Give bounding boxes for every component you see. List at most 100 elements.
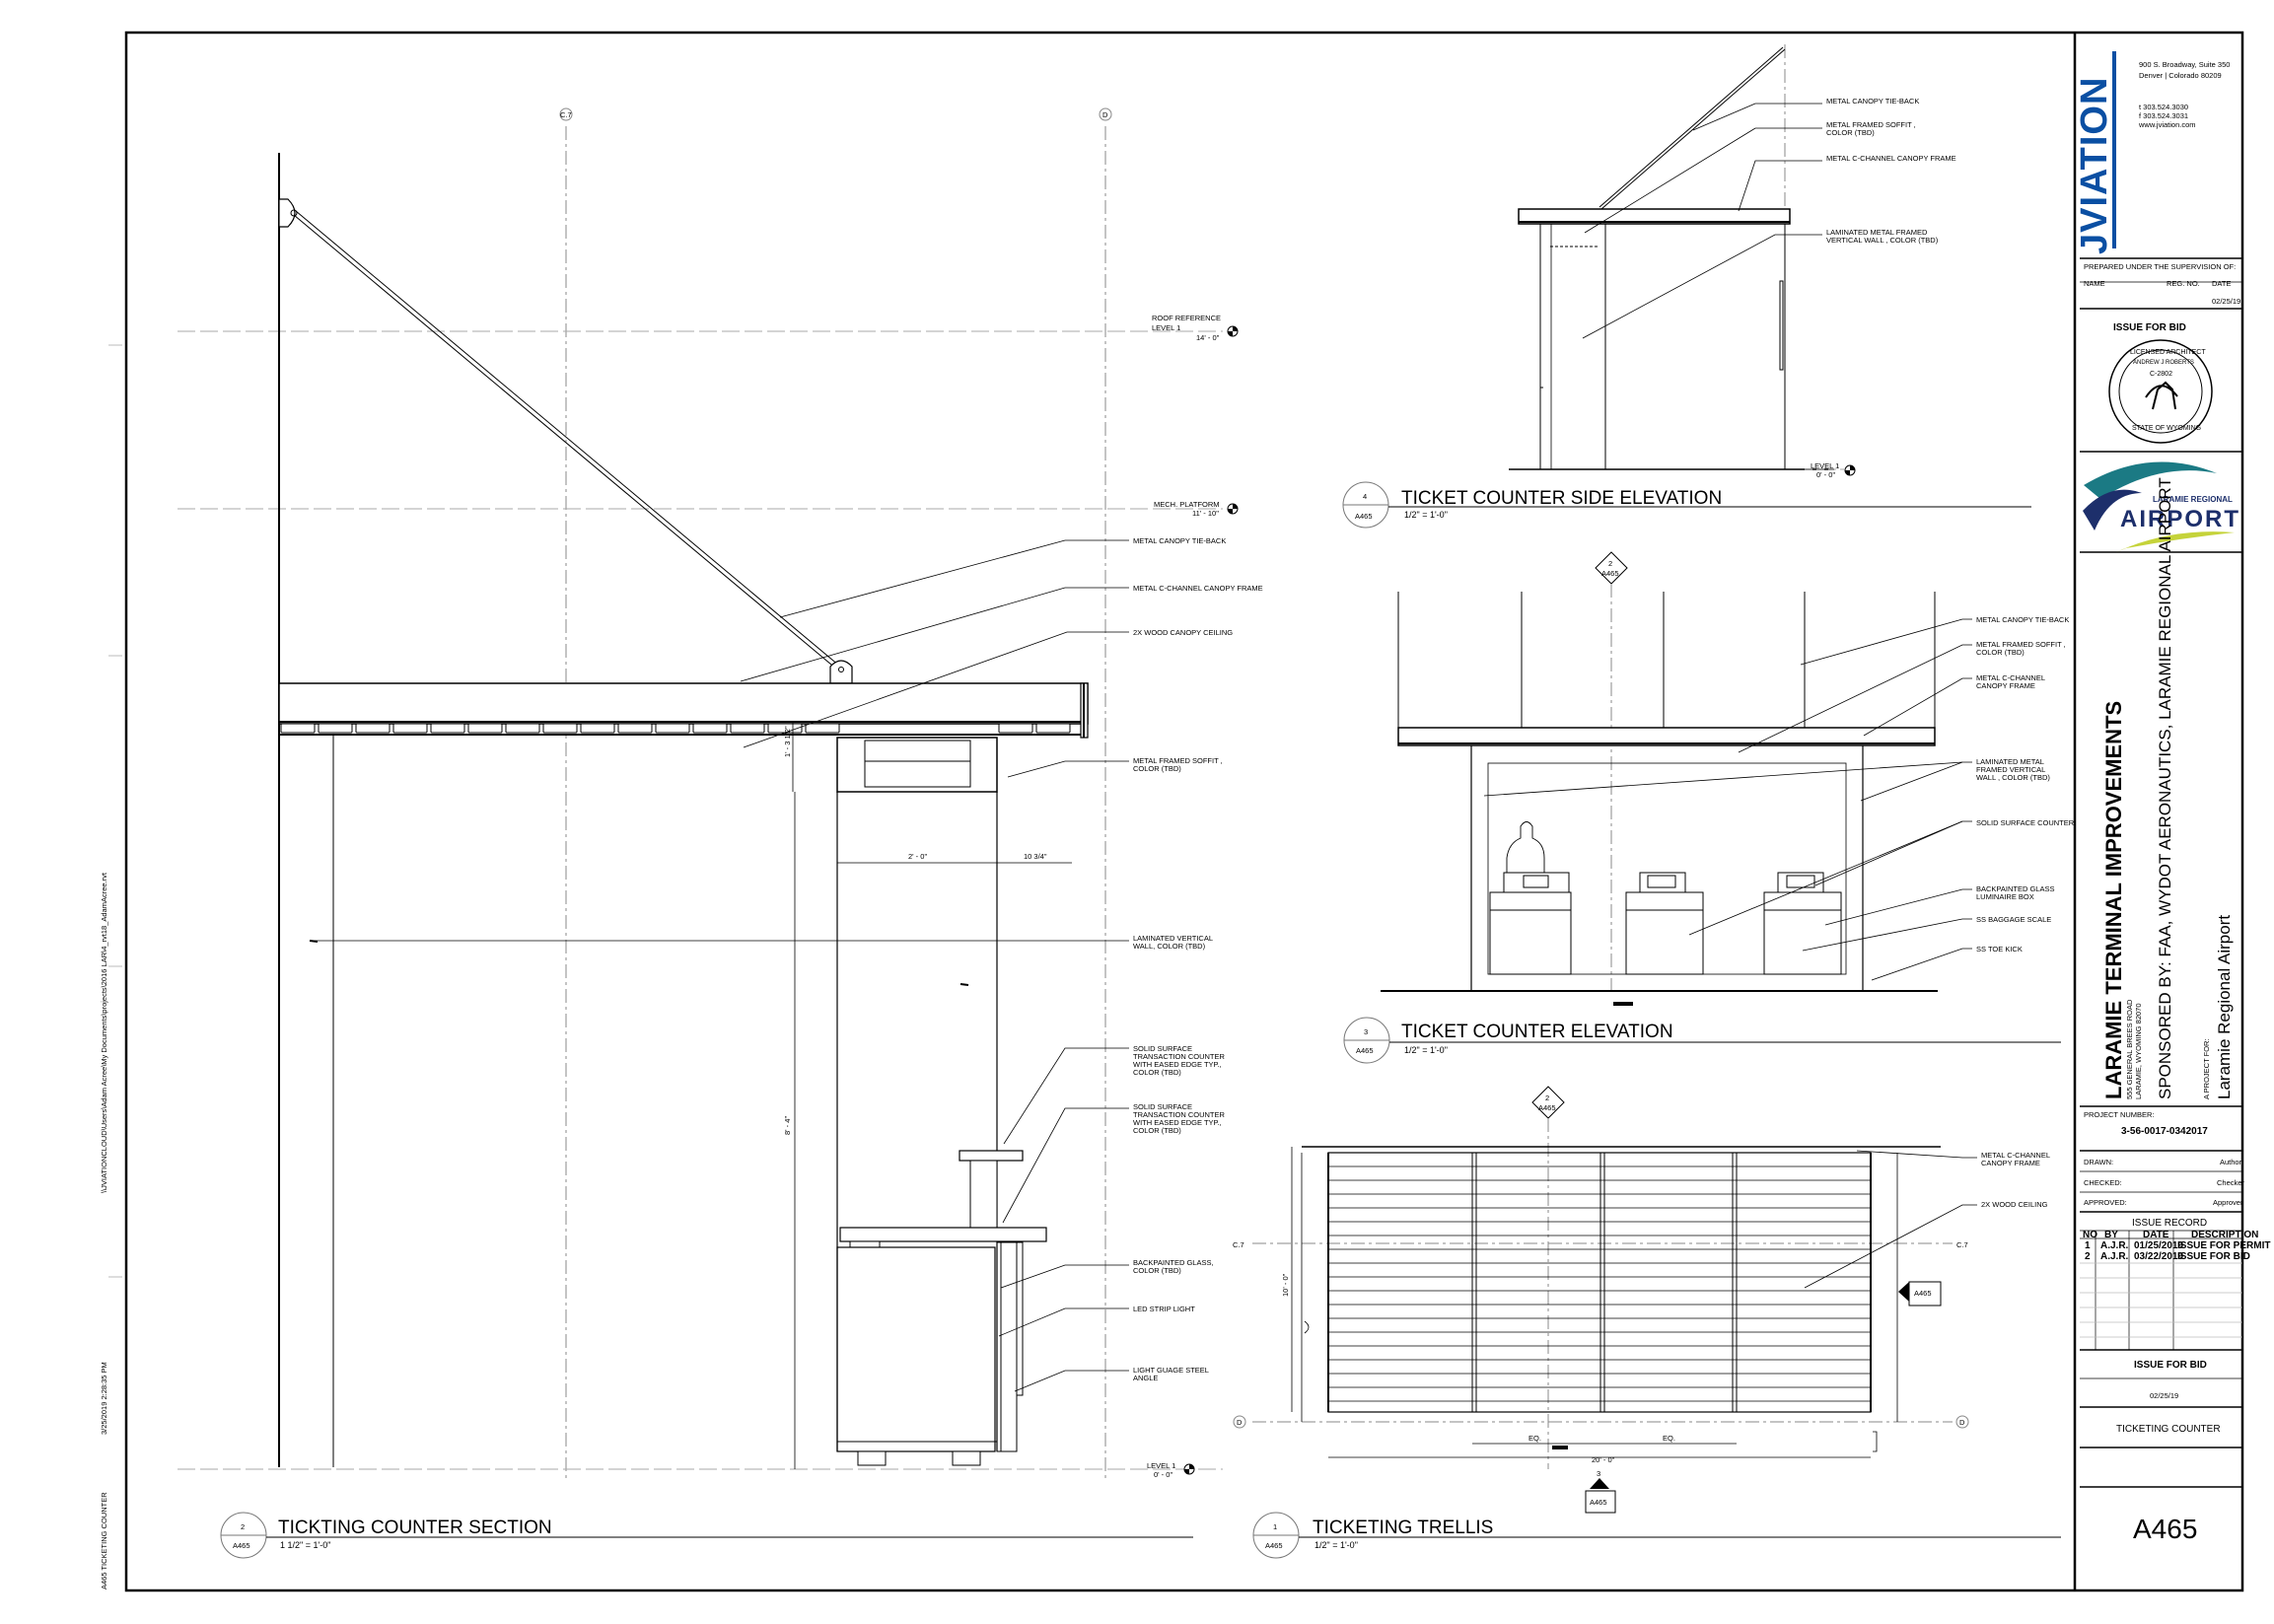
- level-name: LEVEL 1: [1811, 461, 1839, 470]
- view-scale: 1/2" = 1'-0": [1404, 1045, 1448, 1055]
- section-dimensions: [792, 722, 1072, 1469]
- seal-name: ANDREW J ROBERTS: [2133, 360, 2194, 366]
- trellis-tag-bottom: 3 A465: [1585, 1469, 1616, 1514]
- issue-date: 02/25/19: [2150, 1391, 2178, 1400]
- svg-text:1: 1: [2085, 1240, 2091, 1251]
- view-scale: 1/2" = 1'-0": [1315, 1540, 1358, 1550]
- project-for: Laramie Regional Airport: [2215, 915, 2234, 1099]
- elevation-wall: [1470, 745, 1864, 991]
- project-number-label: PROJECT NUMBER:: [2084, 1110, 2155, 1119]
- name-label: NAME: [2084, 279, 2105, 288]
- dim-h1: 1' - 3 1/2": [783, 726, 792, 757]
- view-title: TICKET COUNTER SIDE ELEVATION: [1401, 488, 1722, 509]
- tag-sheet: A465: [1590, 1498, 1607, 1507]
- approved-value: Approver: [2213, 1198, 2243, 1207]
- note-metal-canopy-tie-back: METAL CANOPY TIE-BACK: [1976, 615, 2069, 624]
- file-path-text: \\JVIATIONCLOUD\Users\Adam Acree\My Docu…: [100, 872, 108, 1193]
- grid-label-c7-left: C.7: [1233, 1240, 1244, 1249]
- side-leaders: [1582, 103, 1822, 339]
- section-ref-tick: [959, 983, 969, 986]
- note-c-channel-frame: METAL C-CHANNEL CANOPY FRAME: [1826, 154, 1956, 163]
- trellis-dimensions: [1291, 1147, 1871, 1458]
- reg-no-label: REG. NO.: [2167, 279, 2200, 288]
- project-for-label: A PROJECT FOR:: [2202, 1038, 2211, 1099]
- note-c-channel-frame: METAL C-CHANNEL CANOPY FRAME: [1133, 584, 1263, 593]
- svg-text:01/25/2019: 01/25/2019: [2134, 1240, 2183, 1251]
- trellis-grid-lines: [1252, 1242, 1953, 1423]
- view-scale: 1 1/2" = 1'-0": [280, 1540, 330, 1550]
- level-marker-mech: MECH. PLATFORM 11' - 10": [1154, 500, 1239, 518]
- note-wood-ceiling: 2X WOOD CEILING: [1981, 1200, 2048, 1209]
- trellis-tag-top: 2 A465: [1531, 1086, 1565, 1119]
- dim-h2: 8' - 4": [783, 1116, 792, 1135]
- side-notes: METAL CANOPY TIE-BACK METAL FRAMED SOFFI…: [1826, 97, 1956, 245]
- view-number: 4: [1363, 492, 1367, 501]
- tag-sheet: A465: [1538, 1103, 1556, 1112]
- grid-label-d: D: [1102, 110, 1108, 119]
- trellis-leaders: [1804, 1150, 1977, 1289]
- svg-text:DESCRIPTION: DESCRIPTION: [2191, 1230, 2258, 1240]
- svg-text:ISSUE FOR BID: ISSUE FOR BID: [2177, 1251, 2250, 1262]
- svg-text:900 S. Broadway, Suite 350: 900 S. Broadway, Suite 350: [2139, 60, 2230, 69]
- project-title: LARAMIE TERMINAL IMPROVEMENTS: [2101, 701, 2126, 1099]
- elevation-section-tag: 2 A465: [1595, 551, 1628, 585]
- view-title: TICKET COUNTER ELEVATION: [1401, 1022, 1673, 1042]
- airport-logo: LARAMIE REGIONAL AIRPORT: [2083, 461, 2240, 552]
- grid-label-c7-right: C.7: [1956, 1240, 1968, 1249]
- side-level-marker: LEVEL 1 0' - 0": [1811, 461, 1856, 479]
- view-sheet: A465: [1355, 512, 1373, 521]
- section-lower-counter: [836, 1227, 1047, 1466]
- checked-value: Checker: [2217, 1178, 2244, 1187]
- note-ss-baggage-scale: SS BAGGAGE SCALE: [1976, 915, 2051, 924]
- drawn-label: DRAWN:: [2084, 1158, 2113, 1166]
- checked-label: CHECKED:: [2084, 1178, 2122, 1187]
- tag-number: 2: [1545, 1094, 1549, 1102]
- side-tie-back: [1599, 46, 1786, 210]
- note-solid-surface-counter: SOLID SURFACE COUNTER: [1976, 818, 2075, 827]
- note-ss-toe-kick: SS TOE KICK: [1976, 945, 2023, 953]
- dim-w1: 2' - 0": [908, 852, 927, 861]
- ticketing-counter-section: C.7 D ROOF REFERENCE LEVEL 1 14' - 0" ME…: [178, 107, 1263, 1559]
- issue-record-title: ISSUE RECORD: [2132, 1218, 2207, 1229]
- trellis-frame: [1301, 1146, 1941, 1422]
- svg-text:2: 2: [2085, 1251, 2091, 1262]
- note-metal-framed-soffit: METAL FRAMED SOFFIT ,COLOR (TBD): [1133, 756, 1223, 773]
- level-marker-level1: LEVEL 1 0' - 0": [1147, 1461, 1195, 1479]
- level-sub: LEVEL 1: [1152, 323, 1180, 332]
- grid-bubble-d: [1099, 107, 1112, 121]
- svg-text:Denver | Colorado 80209: Denver | Colorado 80209: [2139, 71, 2222, 80]
- svg-text:www.jviation.com: www.jviation.com: [2138, 120, 2196, 129]
- title-block-dividers: [2080, 257, 2242, 1488]
- project-address-1: 555 GENERAL BREES ROAD: [2125, 999, 2134, 1099]
- level-elev: 0' - 0": [1816, 470, 1835, 479]
- airport-big: AIRPORT: [2120, 506, 2240, 532]
- firm-logo-rule: [2112, 51, 2116, 248]
- sheet-ref-text: A465 TICKETING COUNTER: [100, 1492, 108, 1589]
- view-title-trellis: 1 A465 TICKETING TRELLIS 1/2" = 1'-0": [1252, 1512, 2061, 1559]
- section-notes: METAL CANOPY TIE-BACK METAL C-CHANNEL CA…: [1133, 536, 1263, 1382]
- seal-bottom: STATE OF WYOMING: [2132, 425, 2201, 432]
- level-marker-roof: ROOF REFERENCE LEVEL 1 14' - 0": [1152, 314, 1239, 342]
- elevation-leaders: [1483, 618, 1972, 981]
- view-sheet: A465: [1265, 1541, 1283, 1550]
- svg-text:f 303.524.3031: f 303.524.3031: [2139, 111, 2188, 120]
- trellis-ref-mark: [1552, 1446, 1568, 1449]
- section-tie-back: [293, 210, 840, 671]
- title-block: JVIATION 900 S. Broadway, Suite 350 Denv…: [2074, 51, 2270, 1544]
- project-number: 3-56-0017-0342017: [2121, 1126, 2208, 1137]
- issue-status: ISSUE FOR BID: [2134, 1360, 2207, 1371]
- elevation-ref-mark: [1613, 1002, 1633, 1006]
- sponsor-text: SPONSORED BY: FAA, WYDOT AERONAUTICS, LA…: [2156, 477, 2174, 1099]
- prepared-label: PREPARED UNDER THE SUPERVISION OF:: [2084, 262, 2236, 271]
- level-name: ROOF REFERENCE: [1152, 314, 1221, 322]
- svg-text:NO: NO: [2083, 1230, 2097, 1240]
- svg-text:t 303.524.3030: t 303.524.3030: [2139, 103, 2188, 111]
- note-led-strip-light: LED STRIP LIGHT: [1133, 1305, 1195, 1313]
- firm-address: 900 S. Broadway, Suite 350 Denver | Colo…: [2138, 60, 2230, 129]
- section-upper-counter: [959, 1150, 1024, 1231]
- date-label: DATE: [2212, 279, 2231, 288]
